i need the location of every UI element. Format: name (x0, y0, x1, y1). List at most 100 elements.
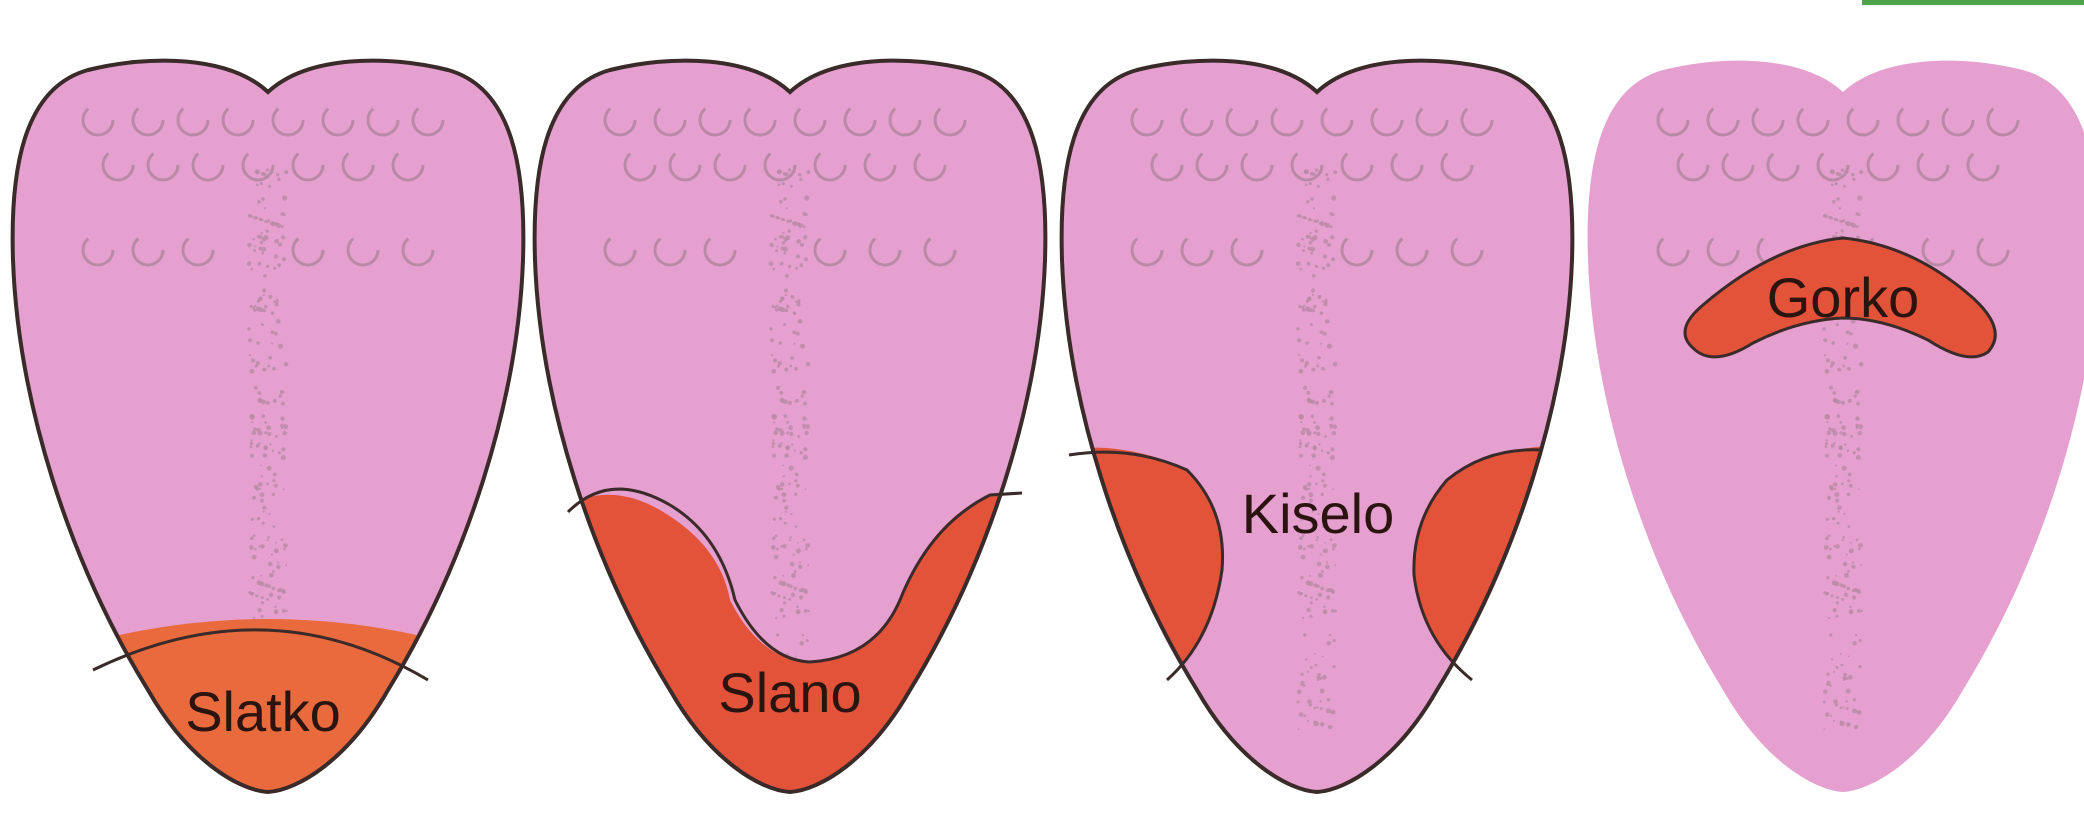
sulcus-dot (1320, 553, 1322, 555)
sulcus-dot (1851, 223, 1856, 228)
sulcus-dot (777, 594, 780, 597)
sulcus-dot (772, 442, 775, 445)
sulcus-dot (1322, 267, 1325, 270)
sulcus-dot (1309, 475, 1311, 477)
sulcus-dot (264, 431, 267, 434)
sulcus-dot (780, 431, 785, 436)
sulcus-dot (261, 601, 264, 604)
sulcus-dot (258, 431, 263, 436)
sulcus-dot (1317, 356, 1321, 360)
sulcus-dot (1311, 453, 1316, 458)
sulcus-dot (1297, 690, 1302, 695)
sulcus-dot (276, 173, 279, 176)
sulcus-dot (1848, 525, 1851, 528)
sulcus-dot (1314, 653, 1316, 655)
sulcus-dot (1300, 576, 1303, 579)
sulcus-dot (772, 454, 776, 458)
sulcus-dot (805, 488, 807, 490)
sulcus-dot (1305, 217, 1307, 219)
sulcus-dot (791, 443, 793, 445)
sulcus-dot (281, 402, 285, 406)
sulcus-dot (249, 414, 254, 419)
sulcus-dot (1838, 511, 1840, 513)
sulcus-dot (780, 482, 785, 487)
sulcus-dot (1309, 465, 1311, 467)
sulcus-dot (1320, 707, 1323, 710)
sulcus-dot (284, 170, 288, 174)
sulcus-dot (261, 414, 265, 418)
sulcus-dot (1826, 518, 1829, 521)
sulcus-dot (1303, 179, 1306, 182)
sulcus-dot (1853, 698, 1856, 701)
sulcus-dot (1836, 414, 1840, 418)
sulcus-dot (1848, 656, 1850, 658)
sulcus-dot (1843, 673, 1847, 677)
sulcus-dot (259, 488, 261, 490)
sulcus-dot (798, 565, 802, 569)
sulcus-dot (793, 553, 795, 555)
sulcus-dot (785, 511, 787, 513)
sulcus-dot (283, 213, 286, 216)
sulcus-dot (782, 544, 786, 548)
sulcus-dot (1328, 725, 1332, 729)
sulcus-dot (783, 252, 786, 255)
sulcus-dot (780, 247, 784, 251)
sulcus-dot (1312, 172, 1316, 176)
tongue-bitter: Gorko (1588, 61, 2084, 792)
sulcus-dot (284, 362, 289, 367)
sulcus-dot (1299, 215, 1302, 218)
sulcus-dot (1848, 399, 1852, 403)
sulcus-dot (1298, 305, 1301, 308)
sulcus-dot (1856, 225, 1859, 228)
sulcus-dot (1332, 548, 1335, 551)
sulcus-dot (1319, 700, 1321, 702)
sulcus-dot (1298, 414, 1303, 419)
sulcus-dot (1839, 207, 1841, 209)
sulcus-dot (1321, 570, 1324, 573)
sulcus-dot (271, 313, 273, 315)
sulcus-dot (278, 178, 280, 180)
sulcus-dot (795, 473, 799, 477)
sulcus-dot (267, 365, 270, 368)
sulcus-dot (254, 246, 256, 248)
sulcus-dot (1850, 435, 1853, 438)
sulcus-dot (799, 595, 803, 599)
sulcus-dot (1835, 499, 1839, 503)
sulcus-dot (775, 617, 777, 619)
sulcus-dot (774, 555, 779, 560)
sulcus-dot (1834, 488, 1836, 490)
sulcus-dot (1858, 548, 1861, 551)
sulcus-dot (1310, 666, 1313, 669)
sulcus-dot (777, 365, 780, 368)
sulcus-dot (274, 484, 278, 488)
sulcus-dot (273, 525, 276, 528)
sulcus-dot (271, 553, 273, 555)
sulcus-dot (1325, 565, 1329, 569)
sulcus-dot (268, 513, 270, 515)
sulcus-dot (771, 414, 776, 419)
sulcus-dot (805, 543, 810, 548)
sulcus-dot (285, 564, 287, 566)
sulcus-dot (1843, 678, 1846, 681)
sulcus-dot (1316, 432, 1320, 436)
sulcus-dot (1856, 455, 1861, 460)
sulcus-dot (773, 592, 776, 595)
sulcus-dot (249, 545, 254, 550)
sulcus-dot (250, 454, 254, 458)
tongue-sour: Kiselo (1057, 61, 1577, 792)
sulcus-dot (1320, 313, 1322, 315)
sulcus-dot (1856, 447, 1860, 451)
sulcus-dot (1846, 342, 1848, 344)
sulcus-dot (259, 235, 262, 238)
sulcus-dot (793, 330, 797, 334)
sulcus-dot (782, 241, 786, 245)
sulcus-dot (1825, 454, 1829, 458)
sulcus-dot (1307, 247, 1311, 251)
sulcus-dot (802, 416, 806, 420)
sulcus-dot (1307, 699, 1312, 704)
sulcus-dot (1835, 575, 1837, 577)
sulcus-dot (1832, 391, 1836, 395)
sulcus-dot (1837, 506, 1841, 510)
sulcus-dot (805, 424, 810, 429)
sulcus-dot (273, 300, 276, 303)
